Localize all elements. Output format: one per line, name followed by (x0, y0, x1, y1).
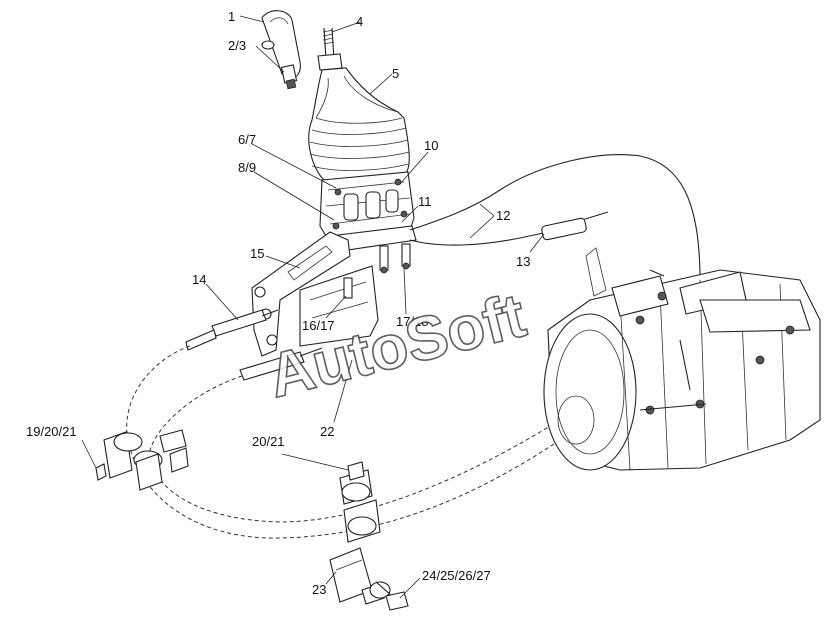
callout-23: 23 (312, 582, 326, 597)
washer-2-3 (261, 40, 275, 50)
cable-end-lower (239, 347, 323, 381)
cable-clamp-middle (339, 461, 381, 543)
callout-20-21: 20/21 (252, 434, 285, 449)
shift-knob (261, 10, 301, 90)
callout-10: 10 (424, 138, 438, 153)
shift-lever (317, 27, 343, 71)
callout-6-7: 6/7 (238, 132, 256, 147)
transmission-housing (543, 247, 821, 471)
callout-12: 12 (496, 208, 510, 223)
callout-17-18: 17/18 (396, 314, 429, 329)
callout-1: 1 (228, 9, 235, 24)
mounting-bracket (251, 231, 411, 357)
callout-16-17: 16/17 (302, 318, 335, 333)
callout-15: 15 (250, 246, 264, 261)
bolt-set (369, 581, 409, 611)
callout-22: 22 (320, 424, 334, 439)
callout-13: 13 (516, 254, 530, 269)
callout-19-20-21: 19/20/21 (26, 424, 77, 439)
callout-5: 5 (392, 66, 399, 81)
wire-harness (409, 154, 701, 281)
callout-4: 4 (356, 14, 363, 29)
dust-boot (308, 67, 410, 183)
cable-clamp-left (95, 429, 189, 491)
leader-lines (81, 15, 545, 599)
callout-8-9: 8/9 (238, 160, 256, 175)
callout-2-3: 2/3 (228, 38, 246, 53)
callout-24-25-26-27: 24/25/26/27 (422, 568, 491, 583)
callout-labels: 1 2/3 4 5 6/7 8/9 10 11 12 13 14 15 16/1… (26, 9, 530, 597)
callout-14: 14 (192, 272, 206, 287)
callout-11: 11 (418, 194, 432, 209)
shifter-housing (319, 171, 417, 253)
